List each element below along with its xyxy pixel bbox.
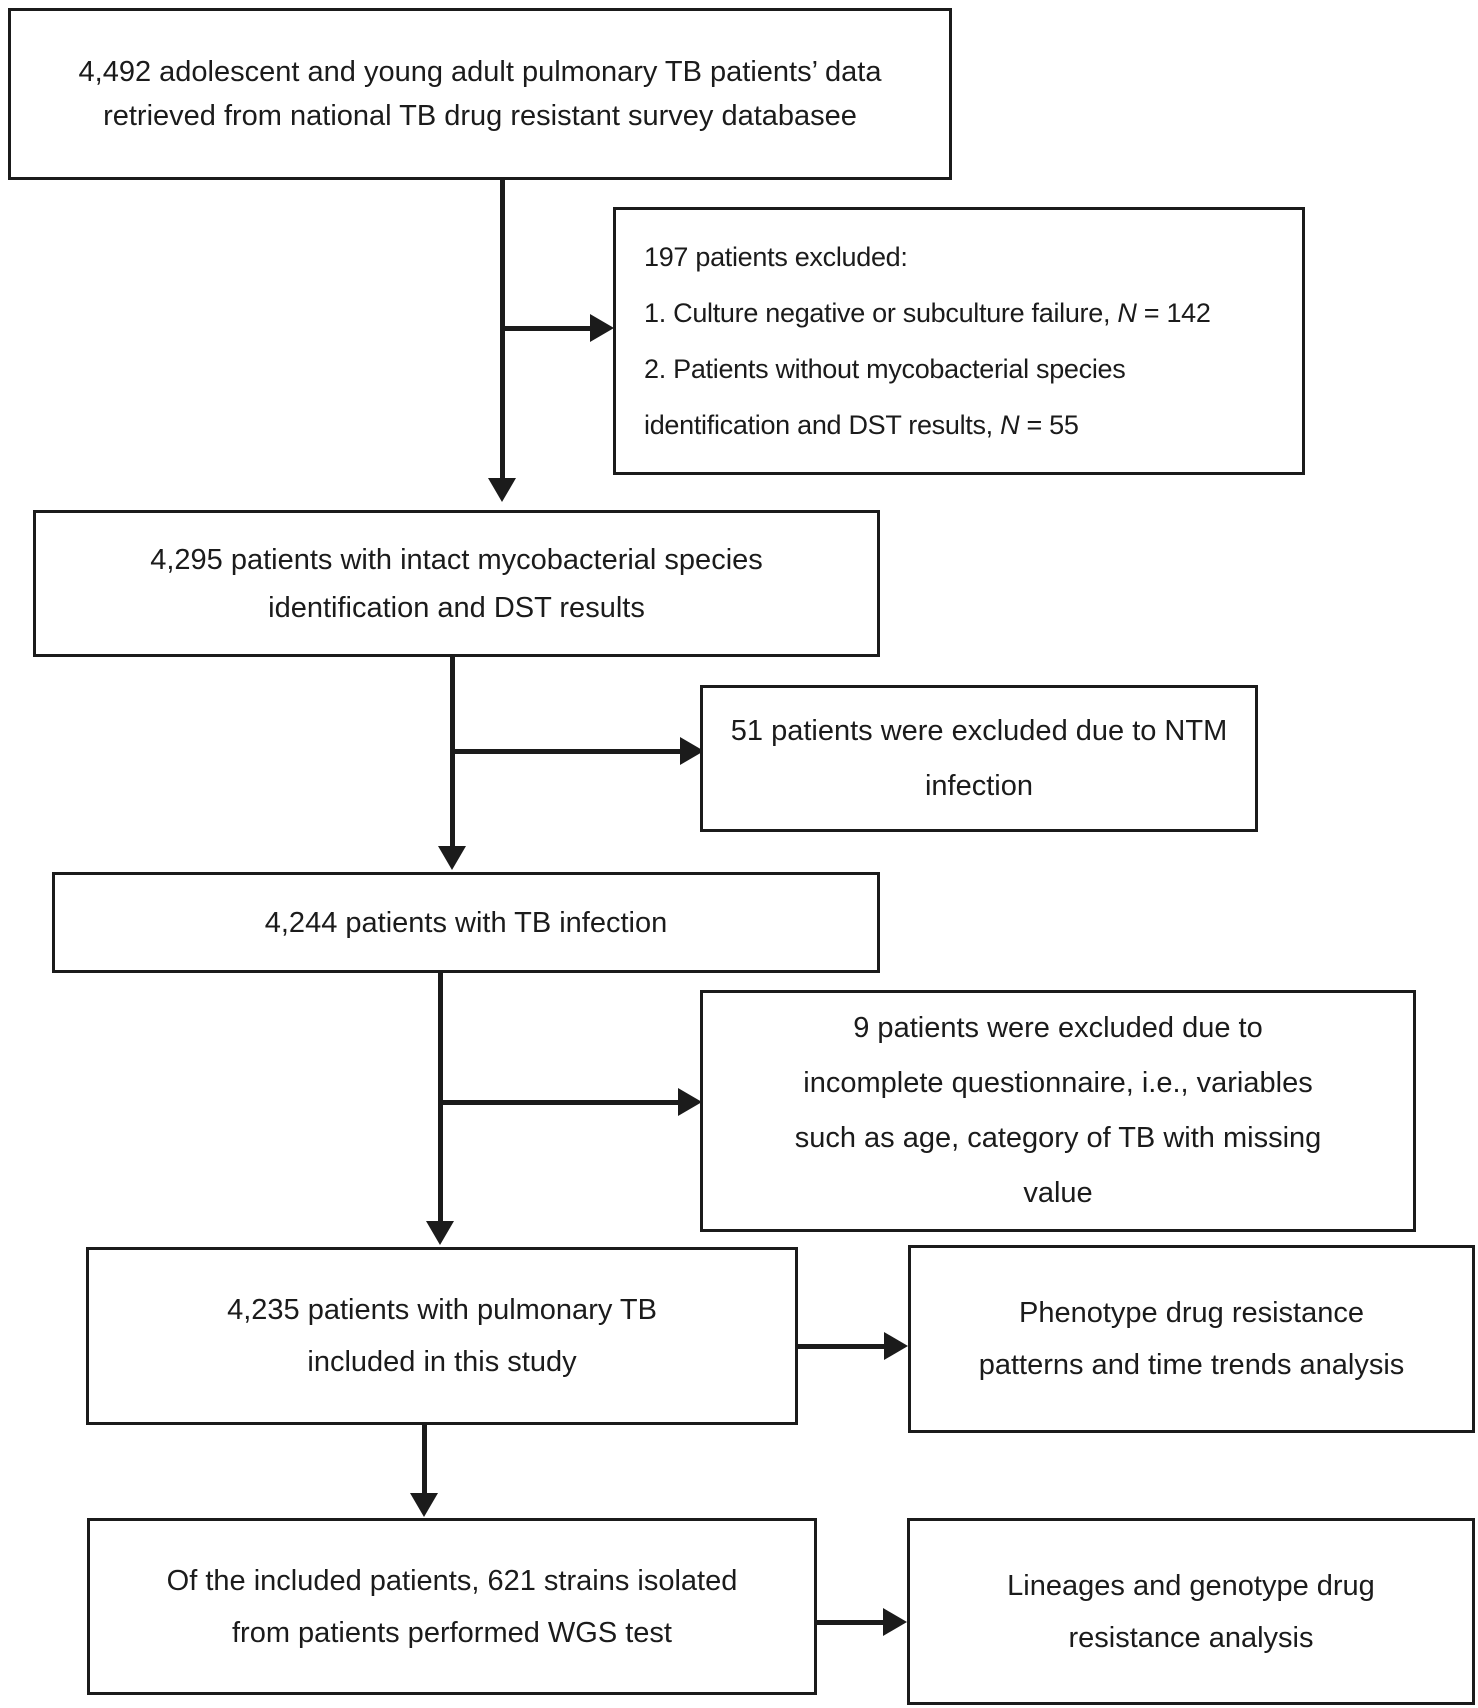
box-intact-line-2: identification and DST results xyxy=(268,591,645,624)
arrow-branch-excluded-197-head xyxy=(590,314,614,342)
arrow-branch-excluded-ntm-line xyxy=(450,749,680,754)
excluded-197-item-1: 1. Culture negative or subculture failur… xyxy=(644,298,1211,328)
excluded-197-title: 197 patients excluded: xyxy=(644,242,908,272)
arrow-included-to-phenotype-head xyxy=(884,1332,908,1360)
arrow-wgs-to-lineage-line xyxy=(817,1620,883,1625)
box-intact-line-1: 4,295 patients with intact mycobacterial… xyxy=(150,543,763,576)
box-intact-4295: 4,295 patients with intact mycobacterial… xyxy=(33,510,880,657)
box-source-line-2: retrieved from national TB drug resistan… xyxy=(103,100,857,132)
box-excluded-ntm-line-1: 51 patients were excluded due to NTM xyxy=(730,714,1228,747)
box-excluded-incomplete-line-2: incomplete questionnaire, i.e., variable… xyxy=(803,1067,1313,1099)
box-included-line-1: 4,235 patients with pulmonary TB xyxy=(227,1294,657,1326)
arrow-tb-to-included-line xyxy=(438,973,443,1221)
box-tb-line-1: 4,244 patients with TB infection xyxy=(264,906,668,939)
arrow-included-to-wgs-line xyxy=(422,1425,427,1493)
box-excluded-incomplete-line-3: such as age, category of TB with missing xyxy=(794,1122,1322,1154)
box-tb-4244: 4,244 patients with TB infection xyxy=(52,872,880,973)
box-excluded-incomplete-9: 9 patients were excluded due to incomple… xyxy=(700,990,1416,1232)
box-excluded-incomplete-line-1: 9 patients were excluded due to xyxy=(853,1012,1263,1044)
box-source-line-1: 4,492 adolescent and young adult pulmona… xyxy=(78,56,882,88)
box-wgs-621: Of the included patients, 621 strains is… xyxy=(87,1518,817,1695)
box-phenotype-line-2: patterns and time trends analysis xyxy=(978,1349,1405,1381)
arrow-branch-excluded-197-line xyxy=(502,326,590,331)
box-included-4235: 4,235 patients with pulmonary TB include… xyxy=(86,1247,798,1425)
box-lineage-analysis: Lineages and genotype drug resistance an… xyxy=(907,1518,1475,1705)
arrow-branch-excluded-incomplete-head xyxy=(678,1088,702,1116)
arrow-intact-to-tb-head xyxy=(438,846,466,870)
box-phenotype-line-1: Phenotype drug resistance xyxy=(1019,1297,1364,1329)
arrow-branch-excluded-incomplete-line xyxy=(438,1100,678,1105)
box-wgs-line-2: from patients performed WGS test xyxy=(232,1616,672,1649)
box-source-data: 4,492 adolescent and young adult pulmona… xyxy=(8,8,952,180)
box-excluded-ntm-line-2: infection xyxy=(924,769,1033,802)
box-included-line-2: included in this study xyxy=(307,1346,577,1378)
box-phenotype-analysis: Phenotype drug resistance patterns and t… xyxy=(908,1245,1475,1433)
box-wgs-line-1: Of the included patients, 621 strains is… xyxy=(166,1564,738,1597)
excluded-197-item-2-line-1: 2. Patients without mycobacterial specie… xyxy=(644,354,1126,384)
box-excluded-incomplete-line-4: value xyxy=(1023,1177,1093,1209)
arrow-source-to-intact-head xyxy=(488,478,516,502)
box-excluded-197: 197 patients excluded: 1. Culture negati… xyxy=(613,207,1305,475)
arrow-wgs-to-lineage-head xyxy=(883,1608,907,1636)
box-lineage-line-2: resistance analysis xyxy=(1068,1621,1314,1654)
arrow-included-to-wgs-head xyxy=(410,1493,438,1517)
arrow-tb-to-included-head xyxy=(426,1221,454,1245)
excluded-197-item-2-line-2: identification and DST results, N = 55 xyxy=(644,410,1079,440)
box-excluded-ntm-51: 51 patients were excluded due to NTM inf… xyxy=(700,685,1258,832)
arrow-included-to-phenotype-line xyxy=(798,1344,884,1349)
box-lineage-line-1: Lineages and genotype drug xyxy=(1007,1569,1375,1602)
